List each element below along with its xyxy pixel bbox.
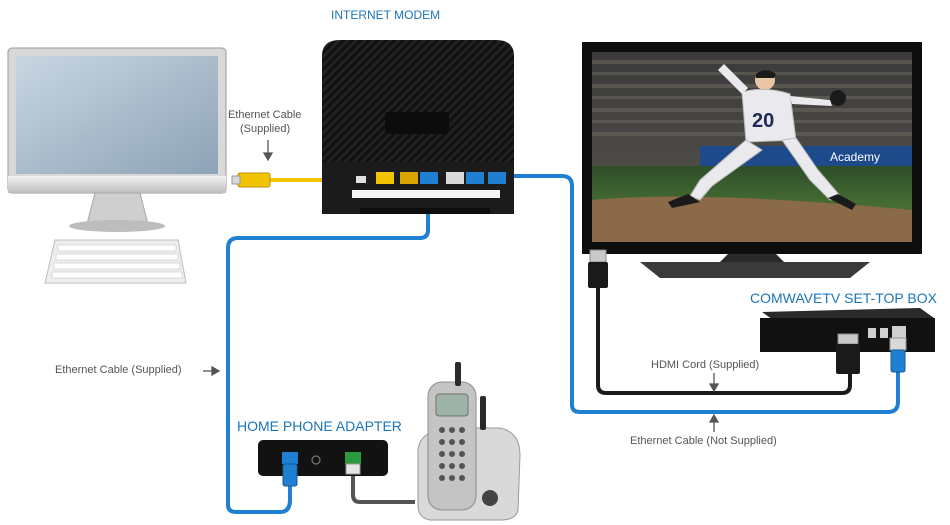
settop-box [760,308,935,374]
home-phone-adapter-label: HOME PHONE ADAPTER [237,418,402,434]
arrow-ethernet-left [203,365,221,377]
ethernet-cable-modem-to-phone-adapter [226,195,430,514]
ethernet-cable-top-label-line2: (Supplied) [240,123,291,135]
baseball-pitcher: 20 [668,64,856,210]
hdmi-plug-tv-end [588,249,608,288]
hdmi-cord [596,285,852,395]
hdmi-cord-label: HDMI Cord (Supplied) [651,359,760,371]
ethernet-cable-left-label: Ethernet Cable (Supplied) [55,364,182,376]
internet-modem-label: INTERNET MODEM [331,8,441,22]
ethernet-cable-modem-to-settop [510,174,900,414]
internet-modem [322,40,514,214]
cordless-phone [417,362,521,521]
arrow-hdmi [708,373,720,393]
ethernet-plug-yellow [231,172,271,188]
jersey-number: 20 [752,110,774,132]
tv-banner-text: Academy [830,150,880,164]
ethernet-cable-not-supplied-label: Ethernet Cable (Not Supplied) [630,435,777,447]
ethernet-cable-top-label-line1: Ethernet Cable [228,109,302,121]
television: Academy 20 [582,42,922,278]
arrow-ethernet-not-supplied [708,413,720,432]
home-phone-adapter [258,440,388,487]
desktop-computer [7,47,227,284]
phone-cord [351,470,415,504]
arrow-ethernet-top [262,140,274,162]
settop-box-label: COMWAVETV SET-TOP BOX [750,290,937,306]
